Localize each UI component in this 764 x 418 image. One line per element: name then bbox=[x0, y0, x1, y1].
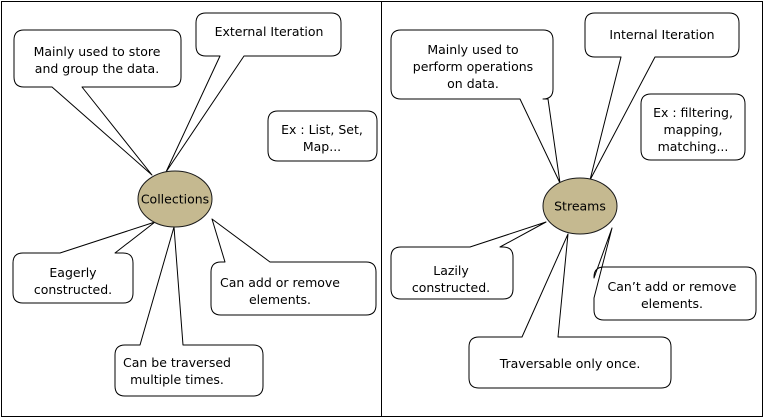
callout-text: multiple times. bbox=[130, 372, 224, 387]
callout-text: constructed. bbox=[34, 282, 112, 297]
callout-bubble: Internal Iteration bbox=[584, 12, 740, 181]
hub-label: Streams bbox=[554, 199, 606, 214]
callout-text: constructed. bbox=[412, 280, 490, 295]
callout-shape bbox=[13, 29, 182, 176]
callout-text: and group the data. bbox=[35, 61, 159, 76]
callout-bubble: Mainly used to store and group the data. bbox=[13, 29, 182, 176]
callout-text: Mainly used to bbox=[427, 42, 518, 57]
callout-shape bbox=[390, 221, 547, 300]
callout-text: matching... bbox=[658, 139, 729, 154]
callout-shape bbox=[165, 12, 342, 173]
collections-panel: Mainly used to store and group the data. E… bbox=[12, 12, 378, 397]
callout-bubble: Can’t add or remove elements. bbox=[593, 227, 757, 321]
callout-shape bbox=[593, 227, 757, 321]
callout-text: elements. bbox=[641, 296, 703, 311]
callout-bubble: Lazily constructed. bbox=[390, 221, 547, 300]
callout-text: mapping, bbox=[663, 122, 722, 137]
callout-bubble: Eagerly constructed. bbox=[12, 221, 156, 304]
callout-text: Ex : filtering, bbox=[653, 105, 733, 120]
callout-text: perform operations bbox=[413, 59, 533, 74]
callout-text: on data. bbox=[447, 76, 499, 91]
callout-text: Internal Iteration bbox=[609, 27, 714, 42]
callout-text: Map... bbox=[303, 139, 341, 154]
callout-shape bbox=[267, 110, 378, 162]
hub-node: Collections bbox=[137, 170, 213, 228]
callout-shape bbox=[12, 221, 156, 304]
callout-text: Traversable only once. bbox=[499, 356, 641, 371]
callout-shape bbox=[114, 226, 264, 397]
callout-shape bbox=[584, 12, 740, 181]
callout-text: Ex : List, Set, bbox=[281, 122, 363, 137]
callout-shape bbox=[640, 93, 746, 161]
callout-shape bbox=[468, 233, 672, 389]
hub-label: Collections bbox=[141, 192, 209, 207]
callout-shape bbox=[390, 29, 561, 184]
callout-text: Mainly used to store bbox=[34, 44, 161, 59]
callout-text: Can add or remove bbox=[220, 275, 340, 290]
callout-bubble: Ex : filtering, mapping, matching... bbox=[640, 93, 746, 161]
callout-bubble: External Iteration bbox=[165, 12, 342, 173]
callout-text: elements. bbox=[249, 292, 311, 307]
callout-text: Lazily bbox=[433, 263, 469, 278]
streams-panel: Mainly used to perform operations on data.… bbox=[390, 12, 757, 389]
callout-bubble: Can be traversed multiple times. bbox=[114, 226, 264, 397]
callout-text: Eagerly bbox=[49, 265, 97, 280]
callout-shape bbox=[210, 218, 377, 316]
callout-bubble: Ex : List, Set, Map... bbox=[267, 110, 378, 162]
callout-text: Can’t add or remove bbox=[608, 279, 737, 294]
hub-ellipse bbox=[542, 177, 618, 235]
callout-text: Can be traversed bbox=[123, 355, 231, 370]
callout-bubble: Traversable only once. bbox=[468, 233, 672, 389]
callout-bubble: Mainly used to perform operations on data. bbox=[390, 29, 561, 184]
hub-ellipse bbox=[137, 170, 213, 228]
callout-text: External Iteration bbox=[215, 24, 324, 39]
callout-bubble: Can add or remove elements. bbox=[210, 218, 377, 316]
hub-node: Streams bbox=[542, 177, 618, 235]
